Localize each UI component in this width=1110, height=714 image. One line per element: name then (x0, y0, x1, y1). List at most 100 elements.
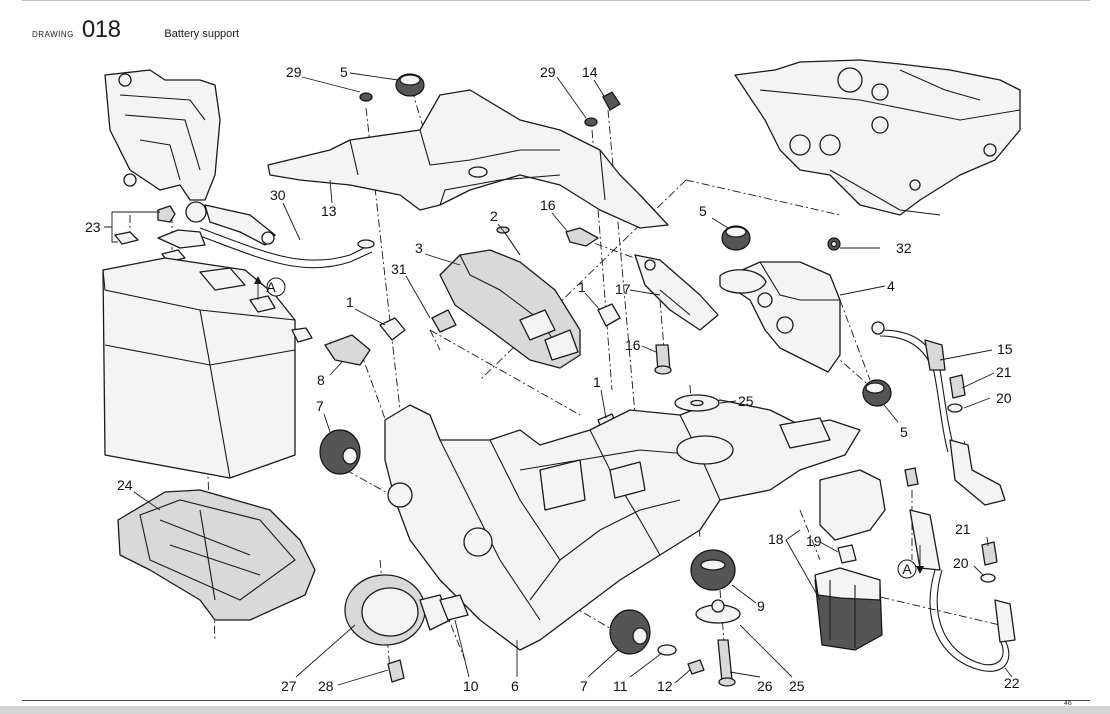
callout-7: 7 (316, 398, 324, 414)
part-25-washer-upper (674, 394, 720, 412)
part-12-screw (687, 659, 705, 675)
part-8-clamp (324, 334, 371, 366)
part-32-nut (827, 237, 841, 251)
callout-16: 16 (540, 197, 556, 213)
callout-8: 8 (317, 372, 325, 388)
callout-9: 9 (757, 598, 765, 614)
callout-29: 29 (540, 64, 556, 80)
callout-21: 21 (955, 521, 971, 537)
callout-30: 30 (270, 187, 286, 203)
callout-4: 4 (887, 278, 895, 294)
arrow-a-lower (897, 545, 924, 579)
callout-5: 5 (699, 203, 707, 219)
frame-bracket-left (104, 69, 276, 246)
top-rule (22, 0, 1090, 1)
part-22-cable (904, 467, 1016, 672)
part-19-fuse (837, 544, 857, 564)
part-10-bracket (439, 594, 469, 621)
part-1-clip-b (597, 303, 621, 327)
callout-3: 3 (415, 240, 423, 256)
callout-27: 27 (281, 678, 297, 694)
battery-terminal-block (291, 327, 313, 343)
part-26-bolt (717, 639, 736, 687)
drawing-header: DRAWING 018 Battery support (32, 16, 239, 50)
callout-15: 15 (997, 341, 1013, 357)
callout-10: 10 (463, 678, 479, 694)
callout-labels: 29 5 29 14 30 13 23 2 16 5 32 3 A 31 1 1… (85, 64, 1020, 694)
part-14-clip (602, 91, 621, 111)
callout-14: 14 (582, 64, 598, 80)
bottom-rule (22, 700, 1090, 701)
callout-26: 26 (757, 678, 773, 694)
callout-31: 31 (391, 261, 407, 277)
callout-21: 21 (996, 364, 1012, 380)
part-2-screw (496, 226, 521, 256)
part-7-grommet-left (319, 429, 361, 475)
bottom-band (0, 706, 1110, 714)
callout-20: 20 (996, 390, 1012, 406)
callout-32: 32 (896, 240, 912, 256)
part-16-bolt-lower (654, 344, 672, 375)
callout-20: 20 (953, 555, 969, 571)
part-20-washer-upper (947, 403, 963, 413)
callout-11: 11 (613, 678, 628, 694)
callout-24: 24 (117, 477, 133, 493)
callout-23: 23 (85, 219, 101, 235)
frame-detail-top-right (734, 59, 1021, 216)
part-28-bolt (387, 659, 405, 683)
callout-17: 17 (615, 281, 631, 297)
part-16-bolt-upper (565, 227, 599, 247)
callout-2: 2 (490, 208, 498, 224)
callout-28: 28 (318, 678, 334, 694)
part-29-screw-right (584, 117, 598, 127)
callout-1: 1 (346, 294, 354, 310)
part-31-clip (431, 309, 457, 333)
callout-13: 13 (321, 203, 337, 219)
part-30-battery-cable (157, 227, 375, 269)
callout-18: 18 (768, 531, 784, 547)
part-5-grommet-right (721, 225, 751, 251)
part-13-top-tray (267, 89, 669, 229)
callout-19: 19 (806, 533, 822, 549)
part-4-washer (719, 269, 767, 294)
part-27-horn (344, 574, 451, 646)
callout-16: 16 (625, 337, 641, 353)
part-17-bracket (634, 254, 719, 331)
callout-6: 6 (511, 678, 519, 694)
callout-12: 12 (657, 678, 673, 694)
callout-25: 25 (789, 678, 805, 694)
drawing-number: 018 (81, 16, 121, 43)
drawing-label: DRAWING (32, 30, 74, 39)
callout-A: A (902, 561, 912, 577)
part-25-washer-lower (695, 599, 741, 624)
callout-25: 25 (738, 393, 754, 409)
callout-1: 1 (578, 279, 586, 295)
part-15-ground-cable (871, 321, 1006, 506)
battery (102, 257, 296, 479)
part-21-screw-lower (981, 541, 998, 566)
part-21-screw-upper (949, 374, 966, 399)
part-5-grommet-top (395, 73, 425, 97)
callout-29: 29 (286, 64, 302, 80)
part-24-battery-tray (117, 489, 316, 621)
leader-lines (104, 72, 1013, 686)
part-6-battery-support (384, 399, 861, 651)
callout-5: 5 (900, 424, 908, 440)
part-18-fuse-box (814, 469, 886, 651)
part-11-washer (657, 644, 677, 656)
part-5-grommet-lower (862, 379, 892, 407)
page-number: 46 (1064, 700, 1072, 707)
part-7-grommet-bottom (609, 609, 651, 655)
callout-A: A (266, 279, 276, 295)
part-29-screw-left (359, 92, 373, 102)
callout-1: 1 (593, 374, 601, 390)
callout-5: 5 (340, 64, 348, 80)
callout-22: 22 (1004, 675, 1020, 691)
part-3-control-unit (439, 249, 581, 369)
part-1-clip-a (379, 317, 406, 341)
part-20-washer-lower (980, 573, 996, 583)
drawing-title: Battery support (164, 28, 240, 40)
arrow-a-upper (254, 276, 286, 300)
part-9-grommet (690, 549, 736, 591)
